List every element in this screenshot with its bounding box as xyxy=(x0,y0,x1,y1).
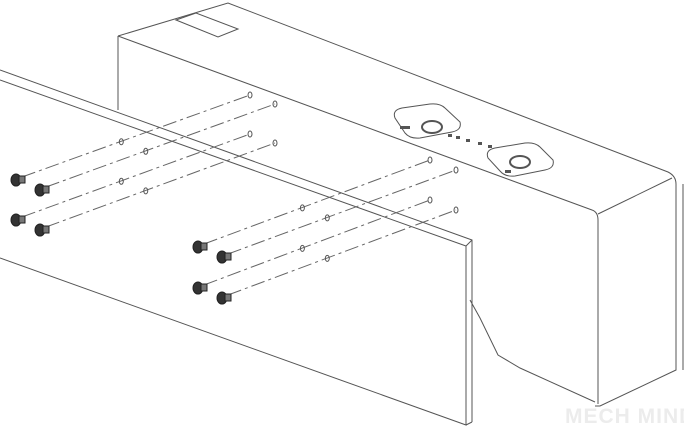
plate-hole xyxy=(324,254,330,262)
screw xyxy=(216,206,459,305)
mounting-plate xyxy=(0,69,473,426)
screw xyxy=(10,130,253,227)
screw-shank xyxy=(224,252,232,261)
screw-axis-line xyxy=(21,133,251,218)
screw xyxy=(34,139,278,237)
screw-axis-line xyxy=(227,169,457,255)
plate-hole xyxy=(299,244,305,252)
connector-right xyxy=(509,155,531,169)
body-hole xyxy=(453,166,459,174)
screw-axis-line xyxy=(21,94,251,178)
body-hole xyxy=(427,156,433,164)
port-recess-right xyxy=(486,142,554,177)
screw xyxy=(192,196,433,295)
screw-axis-line xyxy=(45,142,276,228)
plate-hole xyxy=(118,138,124,146)
port-recess-left xyxy=(393,103,461,139)
status-leds xyxy=(400,126,511,173)
camera-body xyxy=(117,2,684,407)
screw xyxy=(192,156,433,254)
screw-shank xyxy=(42,225,50,234)
screw xyxy=(216,166,459,264)
screw xyxy=(10,91,253,187)
screw-shank xyxy=(42,185,50,194)
screw-shank xyxy=(224,293,232,302)
screw-axis-line xyxy=(45,103,276,188)
plate-hole xyxy=(299,204,305,212)
plate-hole xyxy=(324,214,330,222)
plate-hole xyxy=(143,187,149,195)
screw-axis-line xyxy=(203,159,431,245)
body-hole xyxy=(272,139,278,147)
body-hole xyxy=(272,100,278,108)
plate-hole xyxy=(143,147,149,155)
mech-mind-watermark: MECH MIND xyxy=(565,405,684,428)
label-window xyxy=(174,12,240,38)
body-hole xyxy=(427,196,433,204)
body-hole xyxy=(247,91,253,99)
screw-axis-line xyxy=(227,209,457,296)
plate-hole xyxy=(118,177,124,185)
screw-group xyxy=(10,91,459,305)
screw-shank xyxy=(200,283,208,292)
body-hole xyxy=(247,130,253,138)
screw-axis-line xyxy=(203,199,431,286)
body-hole xyxy=(453,206,459,214)
screw-shank xyxy=(200,242,208,251)
screw-shank xyxy=(18,215,26,224)
screw xyxy=(34,100,278,197)
screw-shank xyxy=(18,175,26,184)
connector-left xyxy=(421,120,443,134)
